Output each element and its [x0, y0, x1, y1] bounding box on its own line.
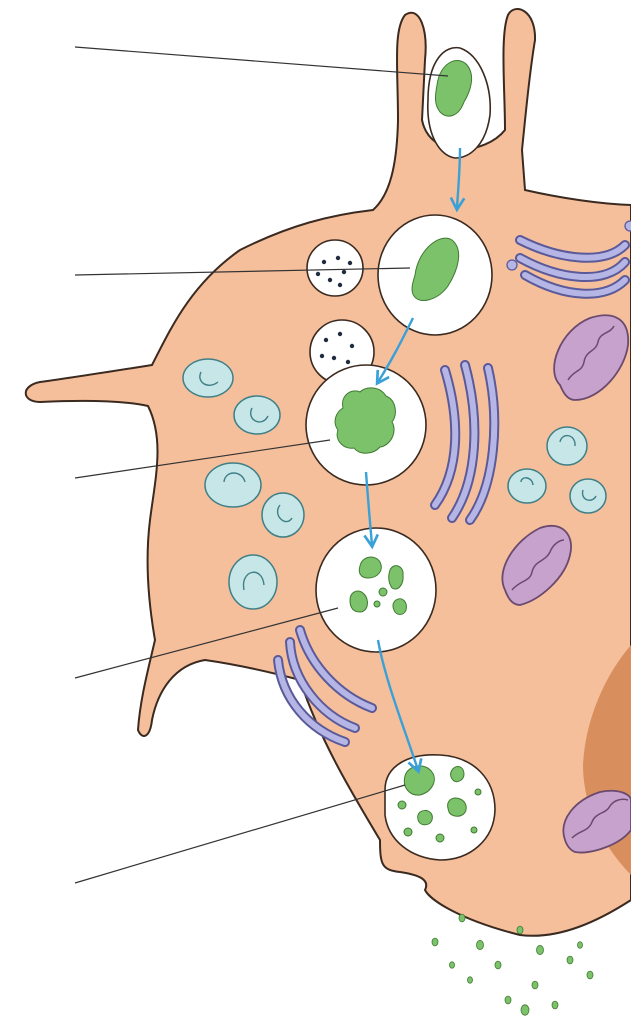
- enzyme-dot: [328, 278, 332, 282]
- enzyme-dot: [324, 338, 328, 342]
- enzyme-dot: [348, 261, 352, 265]
- debris-particle: [495, 961, 501, 969]
- lysosome: [570, 479, 606, 513]
- lysosome: [205, 463, 261, 507]
- digestion-vacuole: [316, 528, 436, 652]
- debris-particle: [521, 1005, 529, 1015]
- enzyme-dot: [332, 356, 336, 360]
- lysosome: [183, 359, 233, 397]
- digesting-particle: [335, 388, 395, 453]
- enzyme-dot: [322, 260, 326, 264]
- lysosome: [229, 555, 277, 609]
- lysosome: [508, 469, 546, 503]
- debris-particle: [450, 962, 455, 969]
- lysosome: [547, 427, 587, 465]
- enzyme-dot: [346, 360, 350, 364]
- leader-line: [75, 785, 405, 883]
- enzyme-dot: [338, 283, 342, 287]
- enzyme-dot: [316, 272, 320, 276]
- enzyme-dot: [338, 332, 342, 336]
- lysosome: [234, 396, 280, 434]
- enzyme-dot: [350, 344, 354, 348]
- debris-particle: [537, 945, 544, 954]
- debris-particle: [505, 996, 511, 1004]
- debris-particle: [432, 938, 438, 946]
- leader-line: [75, 47, 448, 76]
- debris-particle: [552, 1001, 558, 1009]
- debris-particle: [459, 914, 465, 922]
- enzyme-dot: [320, 354, 324, 358]
- enzyme-dot: [342, 270, 346, 274]
- debris-particle: [468, 977, 473, 984]
- lysosome: [262, 493, 304, 537]
- debris-particle: [578, 942, 583, 949]
- enzyme-dot: [336, 256, 340, 260]
- debris-particle: [587, 971, 593, 979]
- debris-particle: [567, 956, 573, 964]
- debris-particle: [532, 981, 538, 989]
- debris-particle: [477, 940, 484, 949]
- debris-particle: [517, 926, 523, 934]
